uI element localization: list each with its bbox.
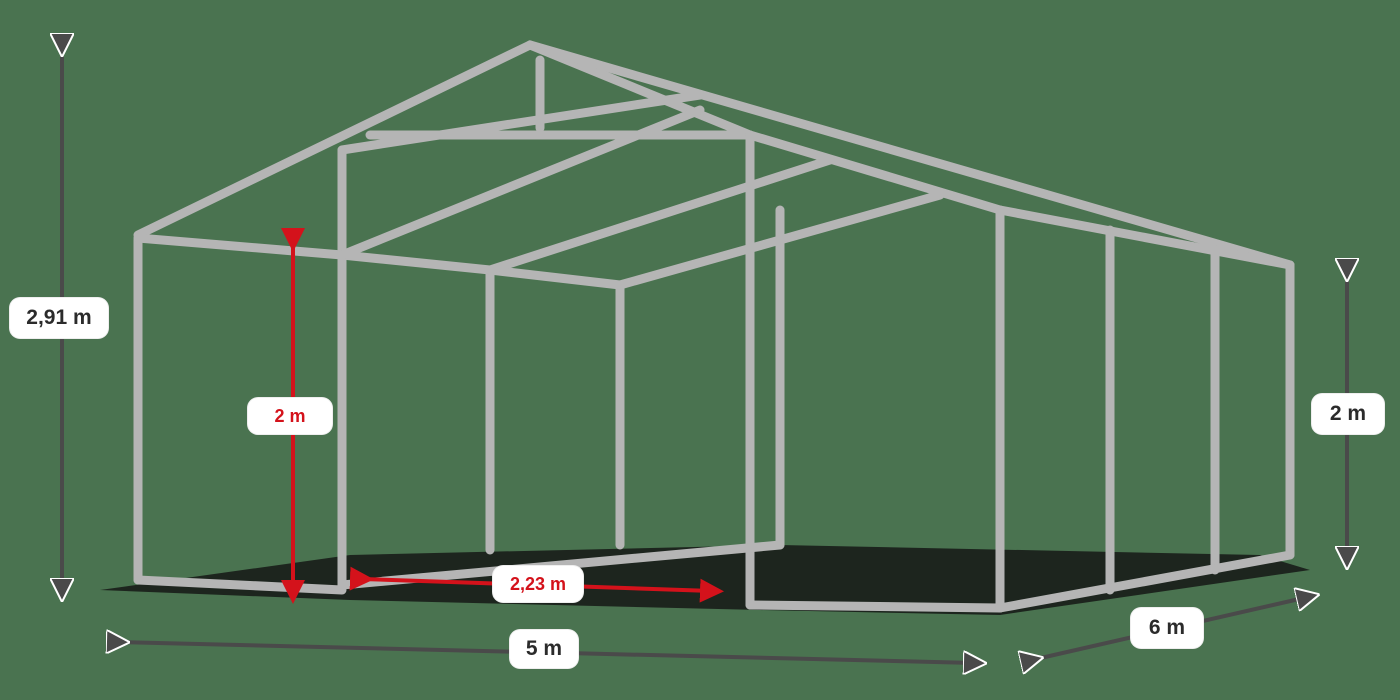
total-height-label: 2,91 m [10,298,108,338]
length-label: 6 m [1131,608,1203,648]
pole-spacing-label: 2,23 m [493,566,583,602]
width-label: 5 m [510,630,578,668]
side-height-label: 2 m [1312,394,1384,434]
inner-height-label: 2 m [248,398,332,434]
